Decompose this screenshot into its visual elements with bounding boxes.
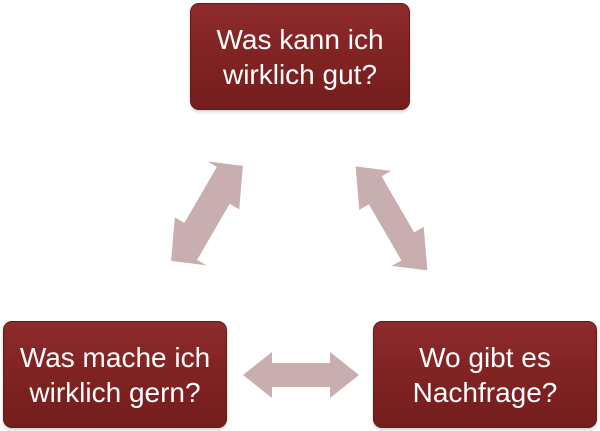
node-label-line: wirklich gut?: [222, 58, 378, 90]
node-kann-gut: Was kann ich wirklich gut?: [190, 3, 410, 110]
node-label-line: Nachfrage?: [412, 376, 558, 408]
double-arrow-left-right: [243, 352, 359, 398]
node-nachfrage: Wo gibt es Nachfrage?: [373, 321, 597, 428]
node-label-line: Wo gibt es: [419, 341, 551, 373]
node-mache-gern: Was mache ich wirklich gern?: [3, 321, 227, 428]
double-arrow-top-left: [171, 161, 243, 266]
node-label-line: Was kann ich: [216, 23, 384, 55]
node-label-line: Was mache ich: [19, 341, 211, 373]
node-label-line: wirklich gern?: [29, 376, 201, 408]
double-arrow-top-right: [355, 166, 428, 271]
